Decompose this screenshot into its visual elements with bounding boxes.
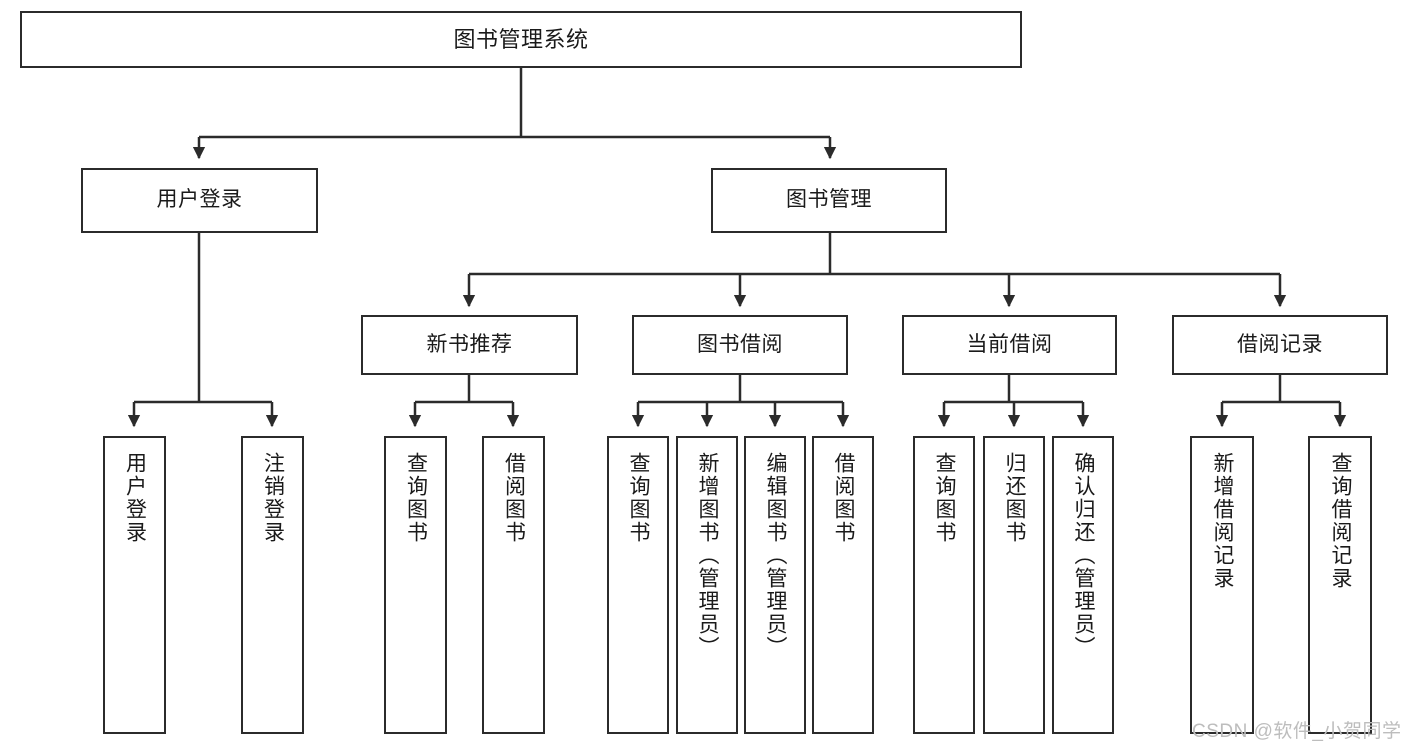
node-label: 编辑图书（管理员） — [764, 452, 788, 659]
node-label: 借阅图书 — [832, 452, 856, 544]
node-label: 查询借阅记录 — [1329, 452, 1353, 590]
node-label: 用户登录 — [156, 188, 243, 212]
node-leaf-add-borrow-record[interactable]: 新增借阅记录 — [1190, 436, 1254, 734]
node-label: 借阅记录 — [1237, 332, 1323, 356]
node-label: 查询图书 — [933, 452, 957, 544]
node-leaf-return-book[interactable]: 归还图书 — [983, 436, 1045, 734]
node-leaf-edit-book-admin[interactable]: 编辑图书（管理员） — [744, 436, 806, 734]
node-leaf-query-book-1[interactable]: 查询图书 — [384, 436, 447, 734]
node-leaf-borrow-book-1[interactable]: 借阅图书 — [482, 436, 545, 734]
node-label: 用户登录 — [123, 452, 147, 544]
node-leaf-add-book-admin[interactable]: 新增图书（管理员） — [676, 436, 738, 734]
node-label: 新书推荐 — [426, 332, 513, 356]
node-label: 图书管理 — [786, 188, 872, 212]
node-label: 图书借阅 — [697, 332, 783, 356]
node-leaf-confirm-return[interactable]: 确认归还（管理员） — [1052, 436, 1114, 734]
node-new-book-recommend[interactable]: 新书推荐 — [361, 315, 578, 375]
node-book-borrow[interactable]: 图书借阅 — [632, 315, 848, 375]
node-label: 查询图书 — [627, 452, 651, 544]
node-leaf-query-book-3[interactable]: 查询图书 — [913, 436, 975, 734]
node-label: 新增图书（管理员） — [696, 452, 720, 659]
node-label: 确认归还（管理员） — [1072, 452, 1096, 659]
node-leaf-borrow-book-2[interactable]: 借阅图书 — [812, 436, 874, 734]
node-borrow-record[interactable]: 借阅记录 — [1172, 315, 1388, 375]
node-label: 借阅图书 — [502, 452, 526, 544]
node-label: 当前借阅 — [966, 332, 1053, 356]
node-label: 查询图书 — [404, 452, 428, 544]
node-current-borrow[interactable]: 当前借阅 — [902, 315, 1117, 375]
node-leaf-logout-login[interactable]: 注销登录 — [241, 436, 304, 734]
node-label: 归还图书 — [1003, 452, 1027, 544]
node-label: 新增借阅记录 — [1211, 452, 1235, 590]
node-leaf-query-borrow-record[interactable]: 查询借阅记录 — [1308, 436, 1372, 734]
node-leaf-query-book-2[interactable]: 查询图书 — [607, 436, 669, 734]
watermark-text: CSDN @软件_小贺同学 — [1192, 721, 1402, 742]
node-leaf-user-login[interactable]: 用户登录 — [103, 436, 166, 734]
node-book-management[interactable]: 图书管理 — [711, 168, 947, 233]
node-system-root[interactable]: 图书管理系统 — [20, 11, 1022, 68]
node-label: 图书管理系统 — [453, 26, 589, 52]
node-label: 注销登录 — [261, 452, 285, 544]
node-user-login[interactable]: 用户登录 — [81, 168, 318, 233]
